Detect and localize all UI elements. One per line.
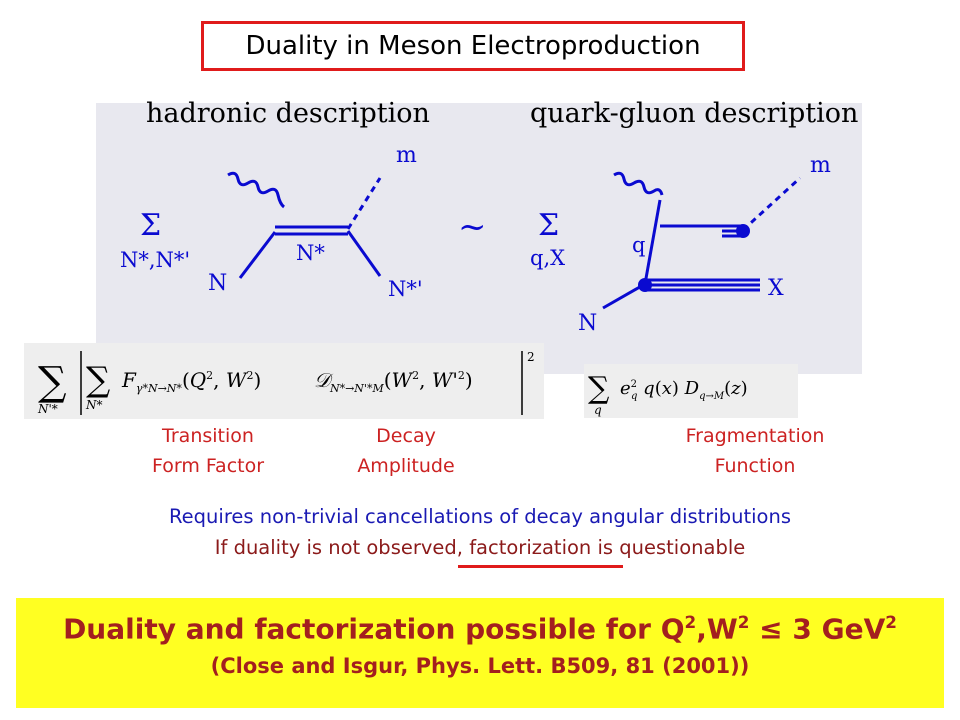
inner-sum-sub: N* xyxy=(85,398,103,412)
outer-sum-sign: ∑ xyxy=(38,359,67,405)
label-m-right: m xyxy=(810,153,831,178)
note-cancellations: Requires non-trivial cancellations of de… xyxy=(169,505,791,528)
sum-sub-left: N*,N*' xyxy=(120,248,190,272)
label-decay: Decay Amplitude xyxy=(336,421,476,481)
sum-symbol-right: Σ xyxy=(538,208,559,243)
note-key: factorization xyxy=(469,536,592,559)
sum-sub-right: q,X xyxy=(530,246,565,270)
transition-term: Fγ*N→N*(Q2, W2) xyxy=(121,368,261,395)
nucleon-in-line xyxy=(238,231,277,279)
photon-line-right xyxy=(613,171,664,196)
concl-sup2: 2 xyxy=(737,612,750,632)
conclusion-box: Duality and factorization possible for Q… xyxy=(16,598,944,708)
label-nstar-out: N*' xyxy=(388,277,423,301)
label-n-left: N xyxy=(208,271,227,296)
concl-rel: ≤ 3 GeV xyxy=(749,612,886,646)
q-sum-sign: ∑ xyxy=(588,371,610,406)
label-fragmentation: Fragmentation Function xyxy=(660,421,850,481)
frag-line-1: Fragmentation xyxy=(685,425,825,447)
tilde-symbol: ~ xyxy=(458,207,487,247)
frag-line-2: Function xyxy=(714,455,796,477)
quark-vertical xyxy=(643,199,662,285)
note-factorization: If duality is not observed, factorizatio… xyxy=(0,536,960,559)
q-sum-sub: q xyxy=(594,403,602,417)
conclusion-reference: (Close and Isgur, Phys. Lett. B509, 81 (… xyxy=(210,654,750,678)
conclusion-statement: Duality and factorization possible for Q… xyxy=(16,612,944,645)
quark-diagram xyxy=(602,171,802,310)
quark-heading: quark-gluon description xyxy=(530,98,859,129)
abs-power: 2 xyxy=(527,350,535,364)
sum-symbol-left: Σ xyxy=(140,208,161,243)
transition-line-2: Form Factor xyxy=(151,455,265,477)
transition-line-1: Transition xyxy=(162,425,254,447)
hadronic-diagram xyxy=(227,171,382,279)
label-x: X xyxy=(768,276,784,301)
hadronic-formula: ∑ N'* ∑ N* Fγ*N→N*(Q2, W2) 𝒟N*→N'*M(W2, … xyxy=(24,343,544,419)
photon-line-left xyxy=(227,171,285,209)
hadronic-heading: hadronic description xyxy=(146,98,430,129)
note-pre: If duality is not observed, xyxy=(214,536,470,559)
label-nstar: N* xyxy=(296,241,325,265)
inner-sum-sign: ∑ xyxy=(86,360,110,400)
label-n-right: N xyxy=(578,311,597,336)
decay-line-1: Decay xyxy=(376,425,436,447)
resonance-out-line xyxy=(346,230,382,277)
slide-title: Duality in Meson Electroproduction xyxy=(245,31,701,61)
label-m-left: m xyxy=(396,143,417,168)
note-post: is questionable xyxy=(591,536,746,559)
blob-bottom xyxy=(638,278,652,292)
nucleon-in-right xyxy=(602,282,646,310)
concl-sup1: 2 xyxy=(684,612,697,632)
meson-line-right xyxy=(741,176,802,232)
title-box: Duality in Meson Electroproduction xyxy=(201,21,745,71)
meson-line-left xyxy=(346,177,382,230)
outer-sum-sub: N'* xyxy=(37,402,58,416)
blob-top xyxy=(736,224,750,238)
concl-pre: Duality and factorization possible for Q xyxy=(63,612,685,646)
label-transition: Transition Form Factor xyxy=(128,421,288,481)
factorization-underline xyxy=(458,565,623,568)
decay-term: 𝒟N*→N'*M(W2, W'2) xyxy=(314,368,473,395)
concl-mid: ,W xyxy=(696,612,738,646)
decay-line-2: Amplitude xyxy=(357,455,455,477)
diagram-panel xyxy=(96,103,862,374)
concl-sup3: 2 xyxy=(885,612,897,632)
label-q: q xyxy=(632,233,645,257)
